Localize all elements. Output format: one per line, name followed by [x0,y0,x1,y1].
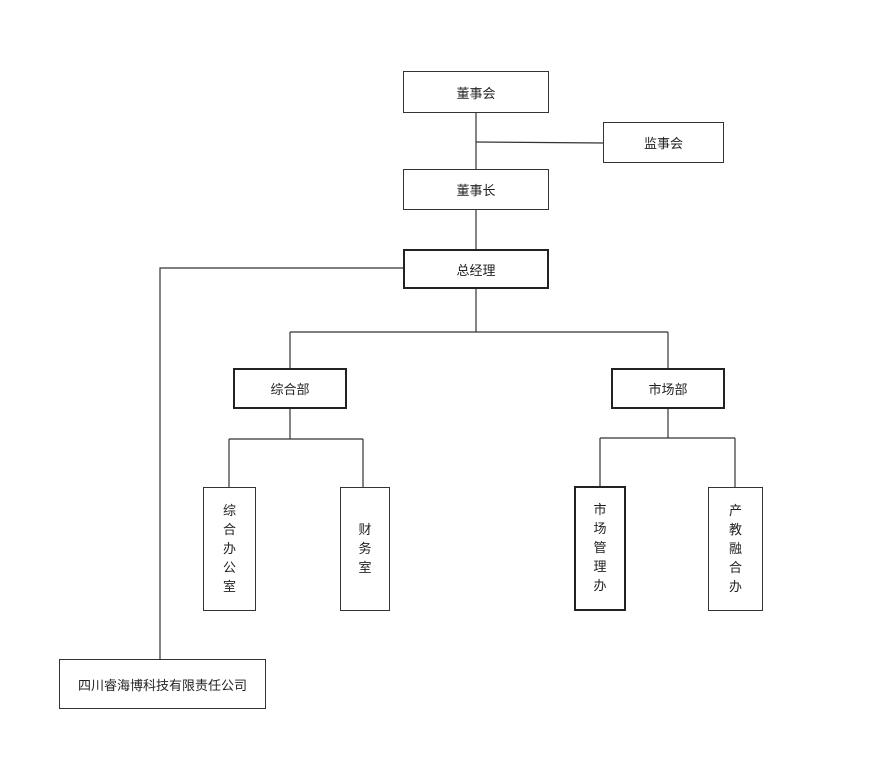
board-label: 董事会 [456,86,496,102]
market-mgmt-office-box: 市场管理办 [574,486,626,611]
industry-edu-office-label: 产教融合办 [728,503,742,595]
general-manager-label: 总经理 [456,263,496,279]
company-label: 四川睿海博科技有限责任公司 [77,678,247,694]
finance-office-label: 财务室 [358,522,372,576]
market-mgmt-office-label: 市场管理办 [593,503,607,594]
chairman-box: 董事长 [403,169,549,210]
supervisory-board-box: 监事会 [603,122,724,163]
board-box: 董事会 [403,71,549,113]
general-office-label: 综合办公室 [222,503,236,595]
industry-edu-office-box: 产教融合办 [708,487,763,611]
chairman-label: 董事长 [456,184,496,199]
general-dept-label: 综合部 [270,383,310,398]
supervisory-board-label: 监事会 [643,137,683,152]
finance-office-box: 财务室 [340,487,390,611]
market-dept-label: 市场部 [648,383,688,398]
general-manager-box: 总经理 [403,249,549,289]
market-dept-box: 市场部 [611,368,725,409]
company-box: 四川睿海博科技有限责任公司 [59,659,266,709]
general-office-box: 综合办公室 [203,487,256,611]
general-dept-box: 综合部 [233,368,347,409]
